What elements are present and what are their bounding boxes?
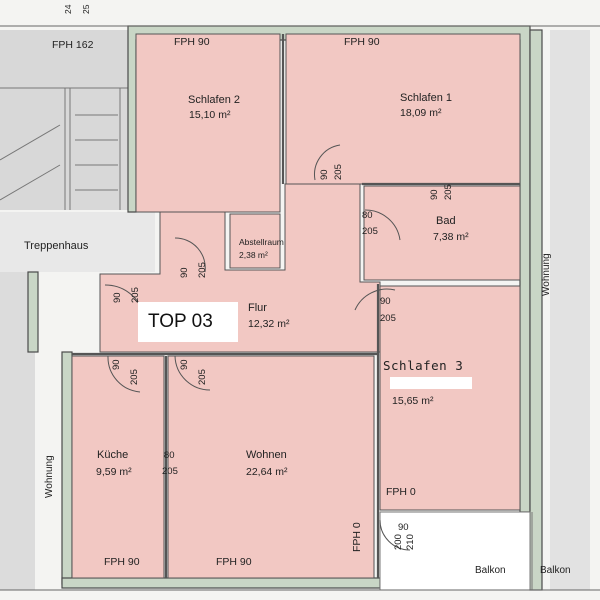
room-schlafen2 [135, 33, 281, 213]
door-schlafen2-height: 205 [333, 164, 344, 180]
door-entry-height: 205 [130, 287, 141, 303]
staircase-label: Treppenhaus [24, 240, 89, 252]
door-entry-width: 90 [112, 292, 123, 303]
door-arc-balkon [379, 519, 411, 551]
door-schlafen1-width: 90 [429, 189, 440, 200]
fph-kueche-bottom: FPH 90 [104, 556, 140, 568]
door-abstell-height: 205 [197, 262, 208, 278]
room-kueche [71, 355, 165, 579]
schlafen1-name: Schlafen 1 [400, 92, 452, 104]
room-abstellraum [229, 213, 281, 269]
door-arc-wohnen [174, 355, 211, 391]
door-arc-kueche [107, 355, 141, 393]
abstellraum-area: 2,38 m² [239, 250, 268, 260]
wohnen-name: Wohnen [246, 449, 287, 461]
abstellraum-name: Abstellraum [239, 237, 284, 247]
bottom-wall [61, 577, 381, 589]
flur-area: 12,32 m² [248, 318, 290, 330]
room-schlafen1 [285, 33, 521, 185]
door-arc-s3 [354, 288, 396, 311]
door-balkon-height-1: 200 [393, 534, 404, 550]
door-balkon-height-2: 210 [405, 534, 416, 550]
door-schlafen1-height: 205 [443, 184, 454, 200]
door-bad-height: 205 [362, 226, 378, 237]
bad-name: Bad [436, 215, 456, 227]
door-kueche-wohnen-width: 80 [164, 450, 175, 461]
bad-area: 7,38 m² [433, 231, 469, 243]
door-kueche-height: 205 [129, 369, 140, 385]
unit-label: TOP 03 [138, 302, 238, 342]
right-outer-wall [529, 29, 543, 591]
redaction-bar [390, 377, 472, 389]
room-wohnen [167, 355, 375, 579]
kueche-name: Küche [97, 449, 129, 461]
flat-right-label: Wohnung [541, 253, 552, 296]
door-balkon-width: 90 [398, 522, 409, 533]
exterior-right [550, 30, 590, 590]
fph-stair-top: FPH 162 [52, 39, 94, 51]
fph-schlafen3-bottom: FPH 0 [386, 486, 416, 498]
fph-schlafen2-top: FPH 90 [174, 36, 210, 48]
schlafen1-area: 18,09 m² [400, 107, 442, 119]
balcony-label-1: Balkon [475, 565, 506, 576]
door-abstell-width: 90 [179, 267, 190, 278]
left-wall-lower [61, 351, 73, 585]
top-mark-25: 25 [81, 4, 91, 14]
door-arc-schlafen2 [314, 144, 341, 181]
door-s3-height: 205 [380, 313, 396, 324]
door-s3-width: 90 [380, 296, 391, 307]
schlafen3-area: 15,65 m² [392, 395, 434, 407]
room-bad [363, 185, 521, 281]
door-arc-abstell [174, 237, 206, 273]
fph-wohnen-bottom: FPH 90 [216, 556, 252, 568]
fph-schlafen1-top: FPH 90 [344, 36, 380, 48]
schlafen2-area: 15,10 m² [189, 109, 231, 121]
staircase-steps [0, 87, 128, 210]
left-stub-wall [27, 271, 39, 353]
balcony-area [379, 511, 531, 591]
exterior-left-top [0, 30, 128, 210]
door-wohnen-width: 90 [179, 359, 190, 370]
door-kueche-wohnen-height: 205 [162, 466, 178, 477]
kueche-area: 9,59 m² [96, 466, 132, 478]
wohnen-area: 22,64 m² [246, 466, 288, 478]
flur-name: Flur [248, 302, 267, 314]
top-mark-24: 24 [63, 4, 73, 14]
room-schlafen3 [379, 285, 521, 511]
schlafen2-name: Schlafen 2 [188, 94, 240, 106]
balcony-label-2: Balkon [540, 565, 571, 576]
staircase-area [0, 212, 155, 272]
door-wohnen-height: 205 [197, 369, 208, 385]
flat-left-label: Wohnung [44, 455, 55, 498]
door-kueche-width: 90 [111, 359, 122, 370]
schlafen3-name: Schlafen 3 [383, 358, 464, 373]
fph-balcony-door: FPH 0 [351, 522, 363, 552]
door-schlafen2-width: 90 [319, 169, 330, 180]
door-arc-bad [364, 209, 401, 241]
door-bad-width: 80 [362, 210, 373, 221]
